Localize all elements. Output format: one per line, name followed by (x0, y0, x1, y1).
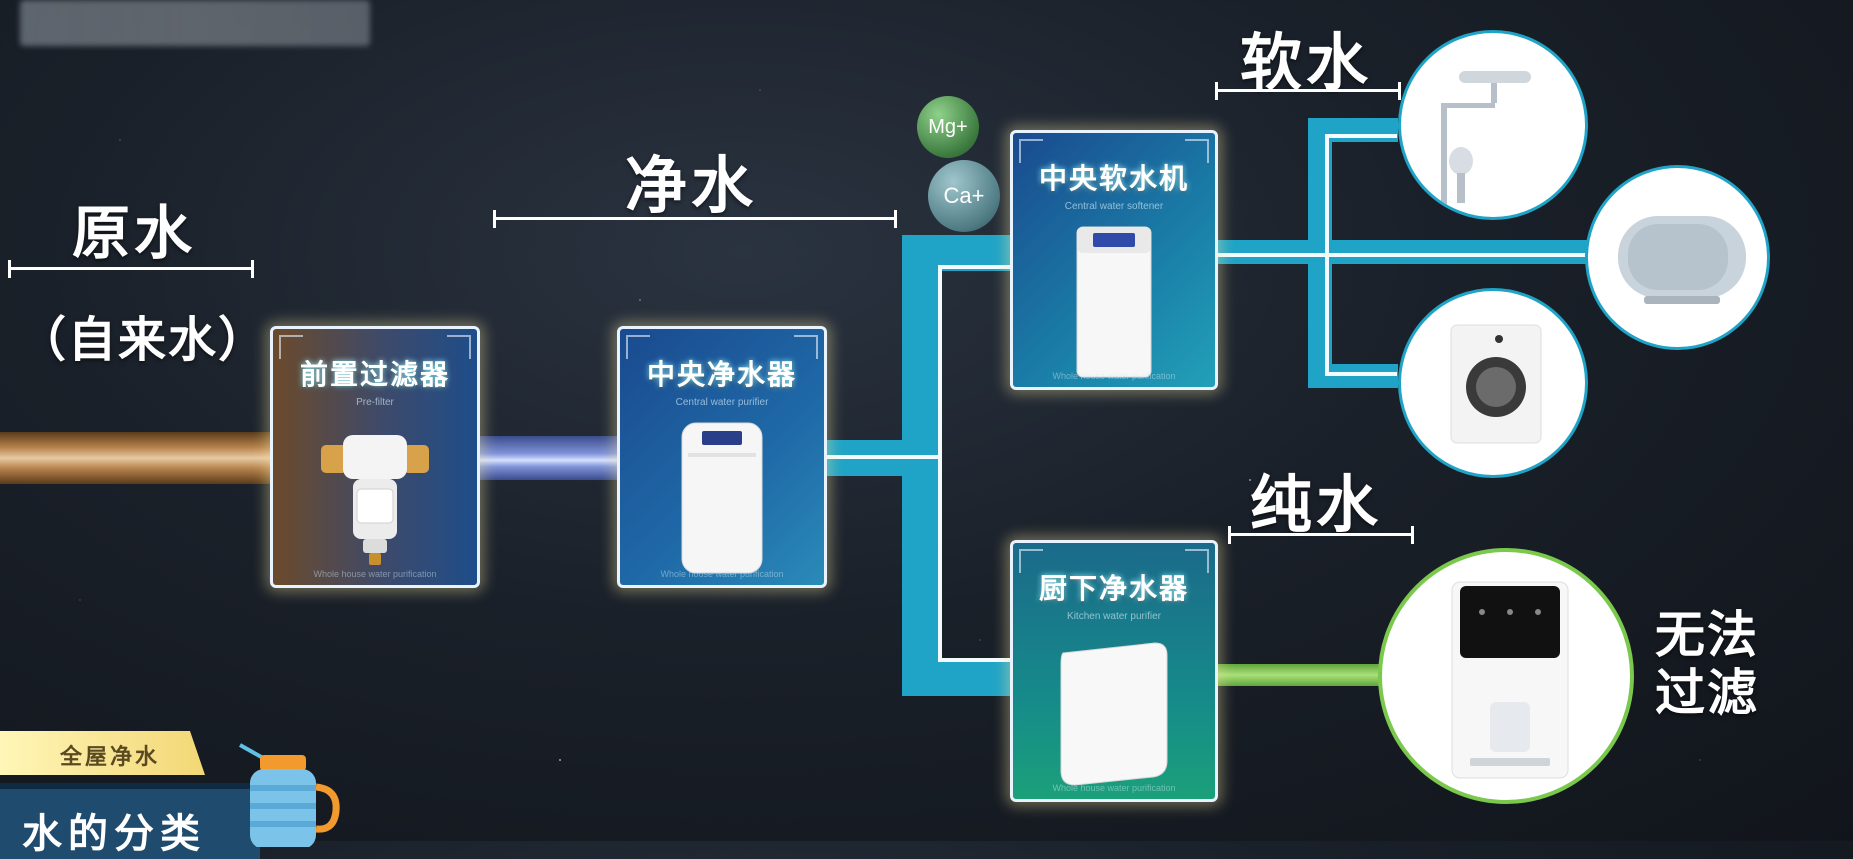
water-bottle-icon (239, 743, 340, 847)
badge-title-box: 水的分类 (0, 783, 260, 859)
card-title: 中央软水机 (1038, 162, 1189, 195)
card-corner (1019, 139, 1043, 163)
raw-water-bracket (8, 260, 254, 278)
kitchen-feed-pipe (902, 660, 1012, 696)
card-prefilter[interactable]: 前置过滤器 Pre-filter Whole house water purif… (270, 326, 480, 588)
prefilter-icon (321, 435, 429, 565)
water-dispenser-icon (1451, 581, 1569, 779)
card-corner (447, 335, 471, 359)
card-footer: Whole house water purification (660, 569, 784, 579)
kitchen-purifier-icon (1060, 642, 1168, 786)
card-central-purifier[interactable]: 中央净水器 Central water purifier Whole house… (617, 326, 827, 588)
topic-badge: 全屋净水 水的分类 (0, 731, 360, 859)
card-corner (279, 335, 303, 359)
card-corner (794, 335, 818, 359)
central-softener-icon (1076, 226, 1152, 378)
shower-icon (1441, 71, 1531, 213)
card-corner (1185, 139, 1209, 163)
badge-tag: 全屋净水 (0, 731, 205, 775)
ca-ion-bubble: Ca+ (928, 160, 1000, 232)
pipe-highlight-2 (938, 268, 942, 660)
soft-water-header: 软水 (1240, 26, 1373, 99)
card-kitchen-purifier[interactable]: 厨下净水器 Kitchen water purifier Whole house… (1010, 540, 1218, 802)
central-purifier-icon (681, 422, 763, 574)
badge-title-text: 水的分类 (22, 811, 206, 857)
purified-water-header: 净水 (625, 149, 758, 222)
card-corner (1185, 549, 1209, 573)
card-corner (1019, 549, 1043, 573)
washing-machine-circle (1398, 288, 1588, 478)
card-title: 厨下净水器 (1038, 572, 1189, 605)
card-subtitle: Kitchen water purifier (1067, 611, 1161, 622)
card-corner (626, 335, 650, 359)
washing-machine-icon (1450, 324, 1542, 444)
blurred-watermark (20, 0, 370, 46)
ca-ion-label: Ca+ (943, 183, 985, 208)
soft-out-shower (1308, 118, 1398, 142)
card-title: 中央净水器 (646, 358, 797, 391)
card-subtitle: Central water purifier (675, 397, 769, 408)
soft-water-bracket (1215, 82, 1401, 100)
shower-circle (1398, 30, 1588, 220)
soft-out-washer (1308, 364, 1398, 388)
water-dispenser-circle (1378, 548, 1634, 804)
cannot-filter-label: 无法过滤 (1655, 606, 1775, 722)
pure-water-pipe (1215, 664, 1385, 686)
card-subtitle: Pre-filter (356, 397, 394, 408)
soft-out-highlight-v (1325, 136, 1329, 376)
soft-out-highlight-top (1325, 134, 1397, 138)
card-central-softener[interactable]: 中央软水机 Central water softener Whole house… (1010, 130, 1218, 390)
purified-water-bracket (493, 210, 897, 228)
soft-out-highlight-h (1215, 253, 1590, 257)
card-footer: Whole house water purification (1052, 783, 1176, 793)
raw-water-pipe (0, 432, 272, 484)
raw-water-subheader: （自来水） (18, 312, 269, 368)
mg-ion-bubble: Mg+ (917, 96, 979, 158)
soft-out-trunk (1215, 240, 1590, 264)
cannot-filter-text: 无法过滤 (1655, 606, 1759, 722)
purified-water-pipe (475, 436, 620, 480)
card-footer: Whole house water purification (1052, 371, 1176, 381)
card-subtitle: Central water softener (1064, 201, 1164, 212)
pipe-highlight-3 (938, 265, 1012, 269)
soft-riser-pipe (902, 235, 938, 695)
pure-water-header: 纯水 (1250, 468, 1383, 541)
soft-out-highlight-bot (1325, 372, 1397, 376)
water-heater-icon (1618, 216, 1746, 304)
mg-ion-label: Mg+ (928, 116, 968, 138)
card-title: 前置过滤器 (299, 358, 450, 391)
pipe-highlight-4 (938, 658, 1012, 662)
card-footer: Whole house water purification (313, 569, 437, 579)
badge-tag-text: 全屋净水 (60, 745, 161, 770)
water-heater-circle (1585, 165, 1770, 350)
pipe-highlight-1 (825, 455, 940, 459)
pure-water-bracket (1228, 526, 1414, 544)
raw-water-header: 原水 (72, 199, 197, 267)
